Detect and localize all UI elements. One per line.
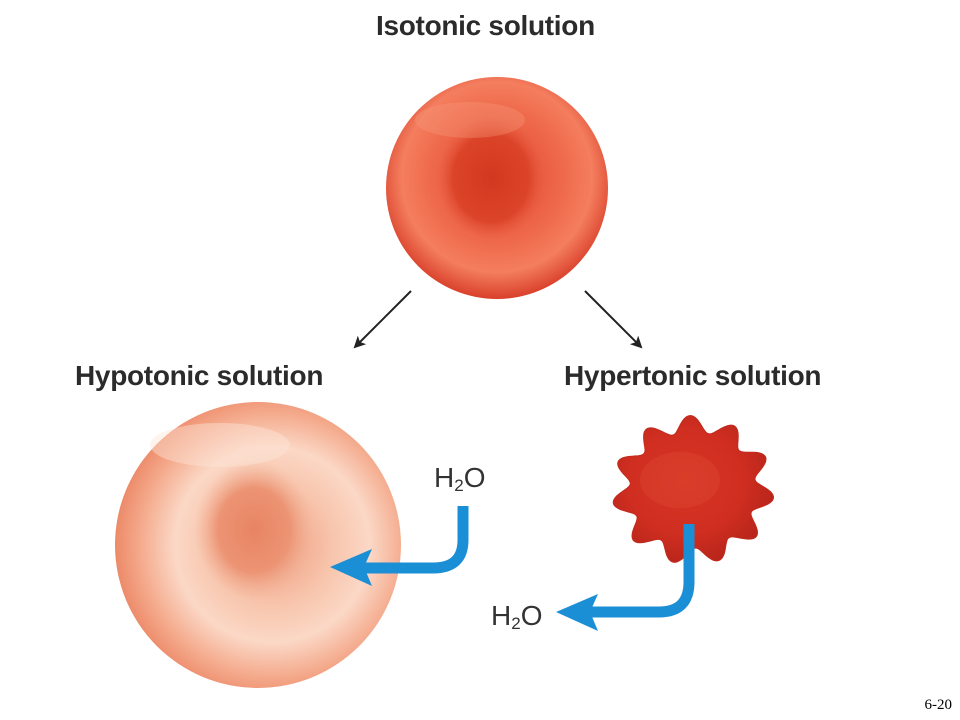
isotonic-cell-icon	[386, 77, 608, 299]
hypotonic-solution-label: Hypotonic solution	[75, 360, 324, 391]
pointer-arrow-left-icon	[353, 290, 412, 349]
slide-number: 6-20	[924, 697, 953, 713]
water-arrowhead-out-icon	[556, 594, 598, 631]
hypertonic-cell-icon	[612, 414, 775, 563]
water-label-hypotonic: H2O	[434, 462, 486, 495]
water-flow-arrow-in-icon	[362, 506, 469, 574]
water-arrowhead-in-icon	[330, 549, 372, 586]
water-label-hypertonic: H2O	[491, 600, 543, 633]
pointer-arrow-right-icon	[584, 290, 643, 349]
water-flow-arrow-out-icon	[588, 524, 695, 618]
isotonic-solution-label: Isotonic solution	[376, 10, 595, 41]
hypertonic-solution-label: Hypertonic solution	[564, 360, 822, 391]
hypotonic-cell-icon	[115, 402, 401, 688]
